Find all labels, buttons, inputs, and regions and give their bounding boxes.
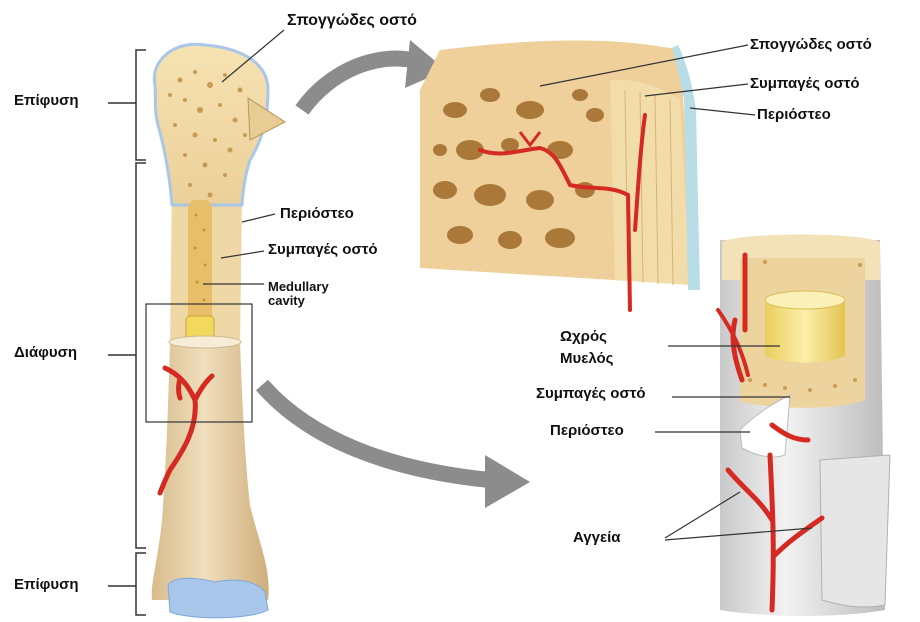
shaft-section <box>718 235 890 617</box>
spongy-zoom <box>420 41 700 310</box>
label-epiphysis-top: Επίφυση <box>14 93 79 110</box>
long-bone <box>146 44 285 618</box>
label-shaft-periosteum: Περιόστεο <box>550 423 624 440</box>
label-shaft-compact: Συμπαγές οστό <box>536 386 646 403</box>
label-yellow-marrow: Ωχρός Μυελός <box>560 326 613 370</box>
region-brackets <box>108 50 146 615</box>
label-zoom-spongy: Σπογγώδες οστό <box>750 37 872 54</box>
label-compact-bone: Συμπαγές οστό <box>268 242 378 259</box>
label-zoom-periosteum: Περιόστεο <box>757 107 831 124</box>
zoom-arrow-bottom <box>262 385 530 508</box>
label-diaphysis: Διάφυση <box>14 345 77 362</box>
label-spongy-bone-top: Σπογγώδες οστό <box>287 12 417 30</box>
bottom-cartilage <box>168 578 268 618</box>
medullary-column <box>188 200 212 330</box>
label-periosteum-bone: Περιόστεο <box>280 206 354 223</box>
label-zoom-compact: Συμπαγές οστό <box>750 76 860 93</box>
label-epiphysis-bottom: Επίφυση <box>14 577 79 594</box>
label-vessels: Αγγεία <box>573 530 620 547</box>
label-medullary-cavity: Medullary cavity <box>268 280 329 309</box>
